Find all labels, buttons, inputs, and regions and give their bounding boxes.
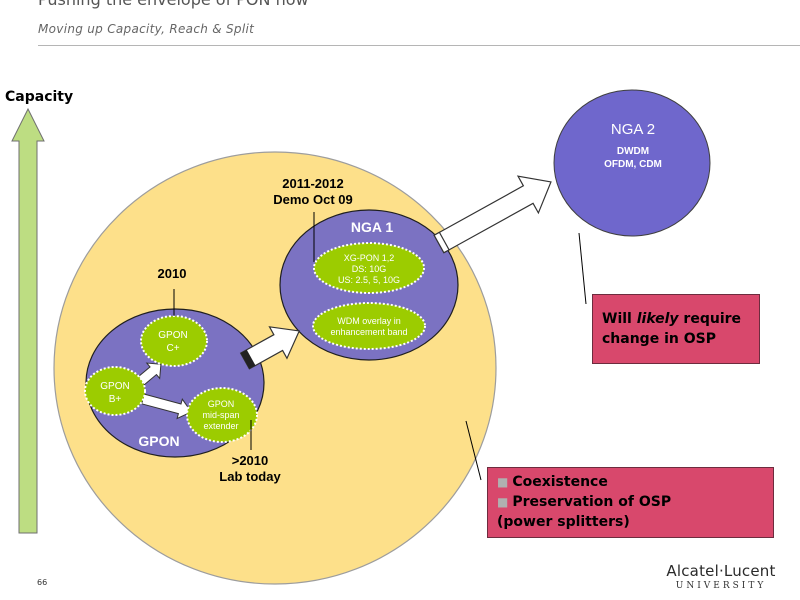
midspan-text-line2: mid-span [202, 410, 239, 420]
bplus-to-midspan-arrow [141, 393, 193, 420]
gpon-label: GPON [138, 433, 179, 449]
xgpon-text-line1: XG-PON 1,2 [344, 253, 395, 263]
bplus-text-line2: B+ [109, 394, 122, 405]
wdm-text-line2: enhancement band [330, 327, 407, 337]
preservation-text: Preservation of OSP [512, 494, 672, 510]
slide-subtitle: Moving up Capacity, Reach & Split [38, 22, 255, 36]
header-divider [38, 45, 800, 46]
nga2-tech-line2: OFDM, CDM [604, 159, 662, 170]
logo-sub-text: UNIVERSITY [675, 581, 767, 591]
alcatel-lucent-logo: Alcatel·Lucent UNIVERSITY [666, 562, 776, 591]
xgpon-text-line2: DS: 10G [352, 264, 387, 274]
capacity-axis-label: Capacity [5, 89, 74, 105]
bplus-text-line1: GPON [100, 381, 129, 392]
xgpon-text-line3: US: 2.5, 5, 10G [338, 275, 400, 285]
osp-text-italic: likely [636, 311, 679, 327]
osp-change-callout: Will likely require change in OSP [592, 294, 760, 364]
nga2-tech-line1: DWDM [617, 146, 649, 157]
midspan-text-line3: extender [203, 421, 238, 431]
cplus-text-line1: GPON [158, 330, 187, 341]
osp-text-post: require [678, 311, 742, 327]
capacity-axis-arrow [11, 107, 45, 534]
year-label: 2010 [158, 266, 187, 281]
osp-text-line2: change in OSP [602, 331, 716, 347]
nga1-label: NGA 1 [351, 219, 393, 235]
slide-title: Pushing the envelope of PON now [38, 0, 309, 9]
gpon-midspan-node [186, 387, 258, 443]
timing-label-line2: Demo Oct 09 [273, 192, 352, 207]
gpon-bplus-node [84, 366, 146, 416]
page-number: 66 [37, 578, 48, 587]
timing-label-line1: 2011-2012 [282, 176, 343, 191]
midspan-text-line1: GPON [208, 399, 235, 409]
coexistence-text: Coexistence [512, 474, 608, 490]
gpon-to-nga1-arrow [239, 326, 301, 370]
bullet-icon: ■ [497, 475, 509, 489]
osp-pointer-line [578, 232, 587, 305]
wdm-text-line1: WDM overlay in [337, 316, 401, 326]
osp-text-pre: Will [602, 311, 637, 327]
nga2-circle [553, 89, 711, 237]
nga2-label: NGA 2 [611, 121, 655, 138]
gpon-cplus-node [140, 315, 208, 367]
cplus-text-line2: C+ [166, 343, 179, 354]
coexistence-callout: ■Coexistence ■Preservation of OSP (power… [487, 467, 774, 538]
wdm-overlay-node [312, 302, 426, 350]
bplus-to-cplus-arrow [137, 362, 162, 386]
lab-label-line1: >2010 [232, 453, 269, 468]
logo-main-text: Alcatel·Lucent [666, 562, 776, 580]
lab-label-line2: Lab today [219, 469, 281, 484]
power-splitters-text: (power splitters) [497, 514, 630, 530]
xgpon-node [313, 242, 425, 294]
coexistence-pointer-line [465, 420, 482, 481]
bullet-icon: ■ [497, 495, 509, 509]
nga1-to-nga2-arrow [433, 175, 552, 254]
